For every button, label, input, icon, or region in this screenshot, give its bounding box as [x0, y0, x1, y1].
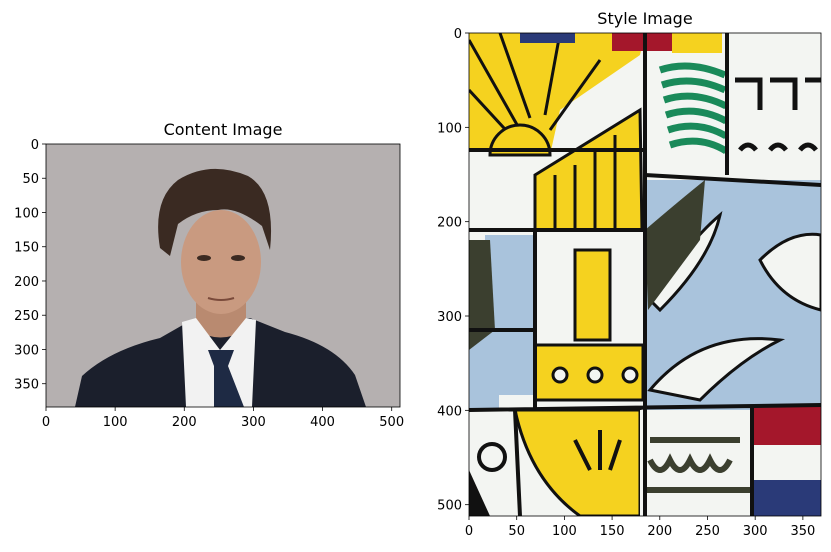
content-ytick-label: 200 — [14, 275, 39, 290]
popart-top-red — [612, 33, 672, 51]
content-axes-frame — [45, 143, 401, 408]
style-xtick-label: 200 — [647, 524, 672, 539]
popart-top-navy — [520, 33, 575, 43]
popart-flag-white — [752, 445, 821, 480]
style-popart-image — [469, 33, 821, 516]
popart-black-corner — [469, 470, 490, 516]
popart-wheel-spokes — [573, 430, 622, 471]
content-image-title: Content Image — [164, 120, 283, 139]
popart-yellow-lamp — [573, 248, 612, 342]
popart-band-circle-2 — [586, 366, 604, 384]
popart-flag-navy — [752, 480, 821, 516]
content-ytick-label: 350 — [14, 378, 39, 393]
style-ytick-label: 500 — [437, 499, 462, 514]
content-ytick-label: 300 — [14, 343, 39, 358]
style-xtick-label: 350 — [790, 524, 815, 539]
popart-sun — [488, 123, 552, 157]
popart-olive-left — [469, 240, 495, 350]
popart-green-stripes — [658, 62, 728, 155]
style-ytick-label: 0 — [454, 27, 462, 42]
content-xtick-label: 0 — [42, 415, 50, 430]
popart-bottom-pattern — [645, 437, 750, 493]
popart-band-circle-1 — [551, 366, 569, 384]
style-axes-frame — [468, 32, 822, 517]
style-xtick-label: 50 — [508, 524, 525, 539]
style-ytick-label: 300 — [437, 310, 462, 325]
style-image-panel: Style Image — [437, 9, 822, 539]
content-ytick-label: 50 — [22, 172, 39, 187]
content-xtick-label: 200 — [172, 415, 197, 430]
style-xtick-label: 0 — [465, 524, 473, 539]
popart-top-yellow-right — [672, 33, 722, 53]
content-image-panel: Content Image 0 100 200 300 400 500 0 50 100 150 2… — [14, 120, 404, 430]
style-xtick-label: 100 — [552, 524, 577, 539]
style-axis-ticks: 0 50 100 150 200 250 300 350 0 100 200 300 400 500 — [437, 27, 815, 539]
portrait-eye-right — [231, 255, 245, 261]
content-axis-ticks: 0 100 200 300 400 500 0 50 100 150 200 250 300 350 — [14, 138, 404, 430]
portrait-tie — [208, 350, 244, 407]
content-ytick-label: 150 — [14, 241, 39, 256]
popart-olive-middle — [645, 180, 705, 310]
popart-white-wave — [758, 232, 821, 312]
style-ytick-label: 400 — [437, 404, 462, 419]
popart-sun-rays — [469, 33, 602, 142]
popart-flag-red — [752, 405, 821, 445]
popart-black-outlines — [469, 33, 821, 516]
style-ytick-label: 100 — [437, 121, 462, 136]
content-ytick-label: 0 — [31, 138, 39, 153]
content-xtick-label: 300 — [241, 415, 266, 430]
popart-column-lines — [553, 135, 617, 230]
content-ytick-label: 100 — [14, 206, 39, 221]
portrait-face — [181, 210, 261, 314]
style-xtick-label: 150 — [600, 524, 625, 539]
content-xtick-label: 400 — [310, 415, 335, 430]
popart-swirl — [477, 442, 507, 472]
portrait-hair — [158, 168, 272, 256]
popart-band-circle-3 — [621, 366, 639, 384]
popart-fret-pattern — [735, 77, 821, 152]
style-image-title: Style Image — [597, 9, 692, 28]
portrait-mouth — [207, 297, 235, 301]
style-xtick-label: 300 — [743, 524, 768, 539]
popart-top-right-pattern — [727, 33, 821, 173]
portrait-eye-left — [197, 255, 211, 261]
content-ytick-label: 250 — [14, 309, 39, 324]
content-xtick-label: 100 — [103, 415, 128, 430]
style-xtick-label: 250 — [695, 524, 720, 539]
popart-white-leaf-lower — [647, 337, 786, 402]
popart-yellow-wheel — [513, 408, 642, 516]
content-xtick-label: 500 — [379, 415, 404, 430]
style-ytick-label: 200 — [437, 216, 462, 231]
content-portrait-image — [46, 144, 400, 407]
